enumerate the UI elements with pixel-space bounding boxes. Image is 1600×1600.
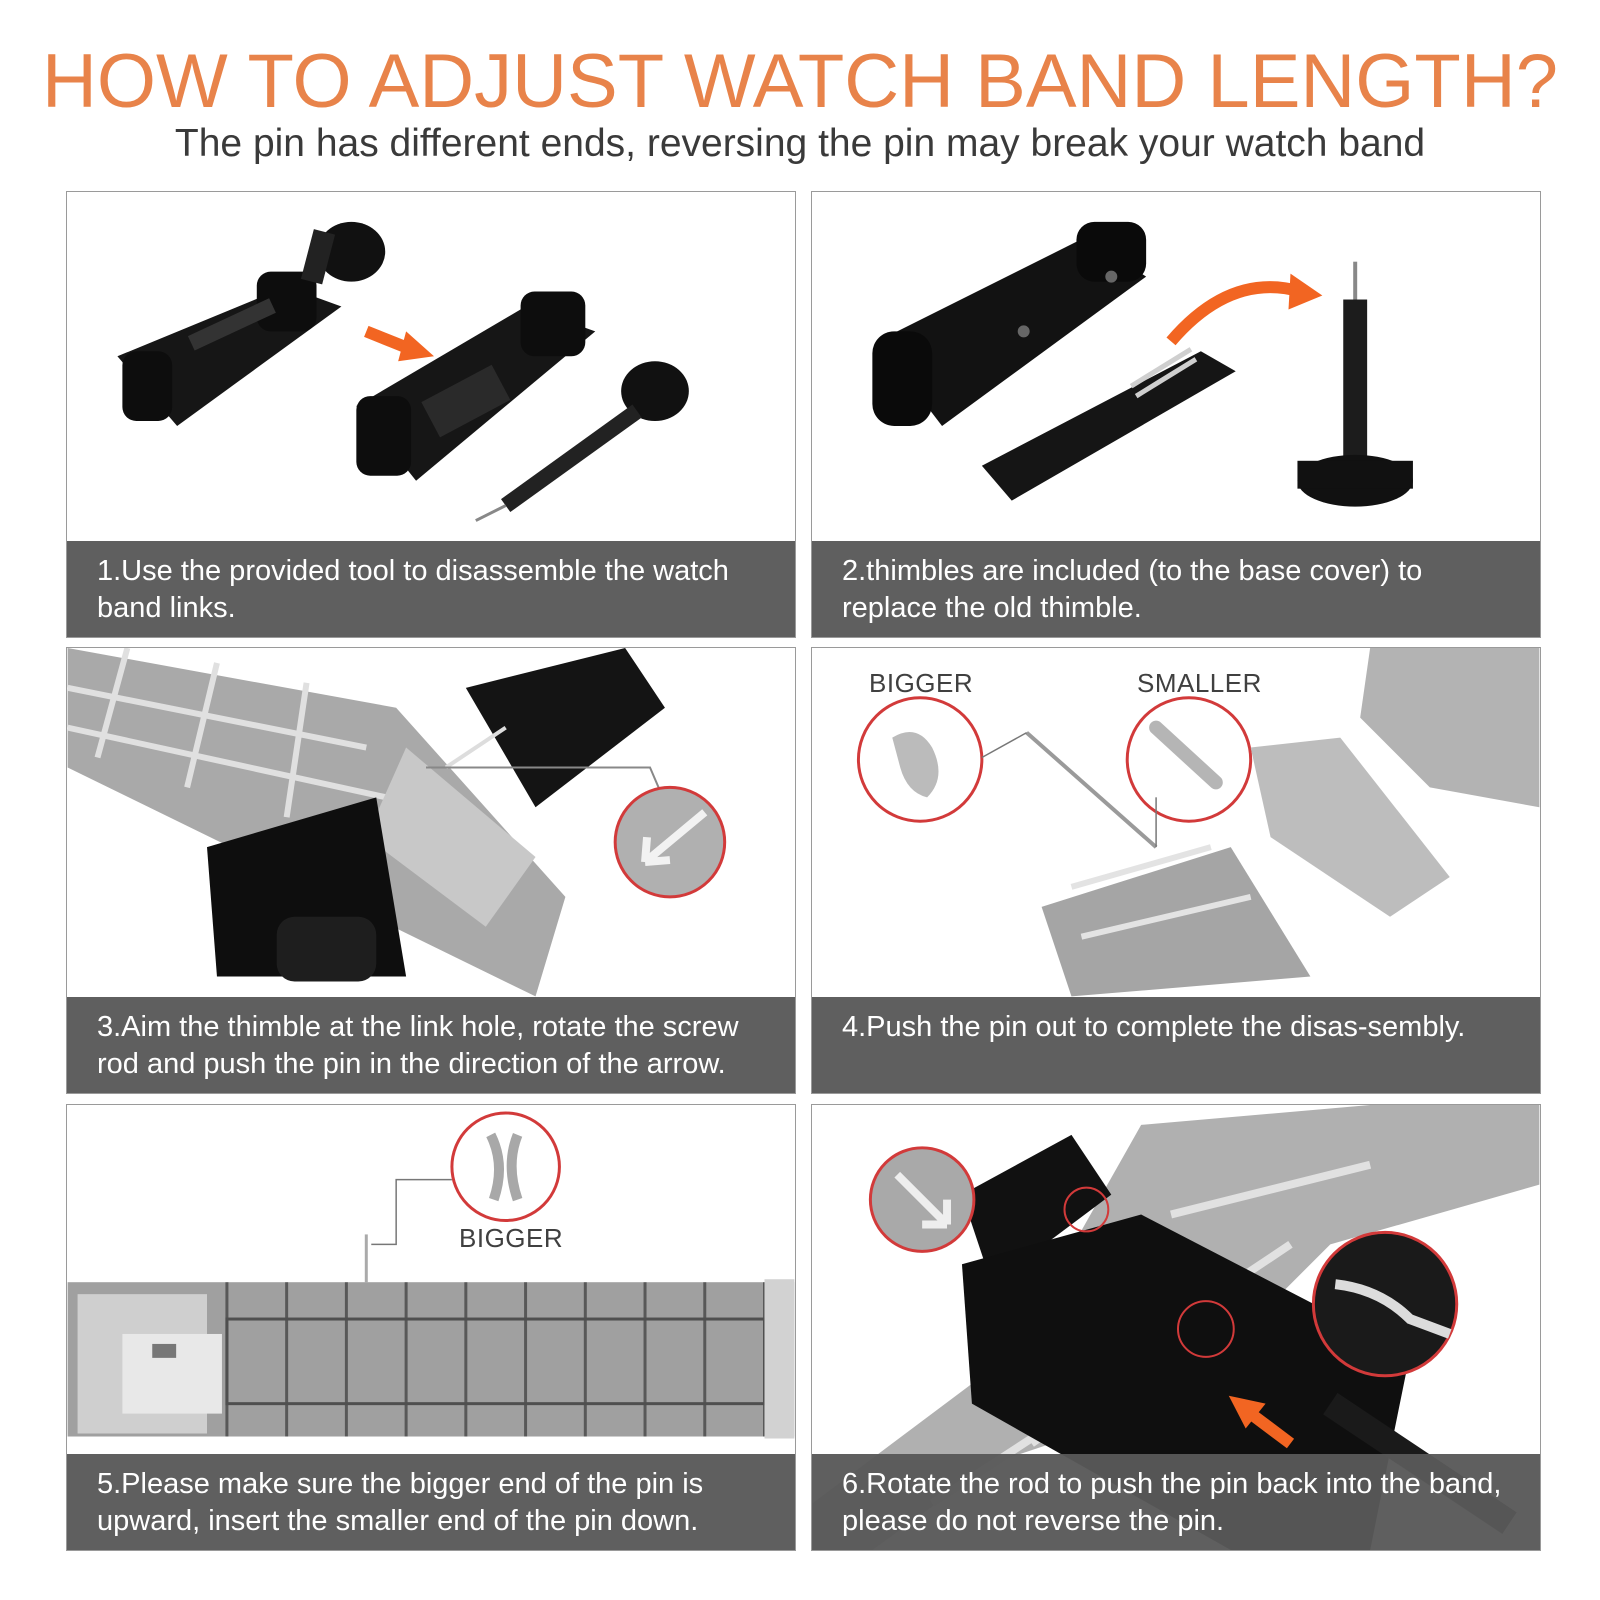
smaller-label: SMALLER (1137, 668, 1262, 698)
arrow-icon (1228, 1395, 1295, 1449)
step-1-illustration (117, 221, 689, 522)
page-title: HOW TO ADJUST WATCH BAND LENGTH? (42, 39, 1558, 124)
page-subtitle: The pin has different ends, reversing th… (174, 122, 1426, 165)
step-1-panel: 1.Use the provided tool to disassemble t… (66, 191, 796, 638)
callout-smaller-end (1125, 696, 1253, 823)
step-3-illustration (67, 648, 727, 997)
link-remover-tool-open (356, 291, 689, 522)
callout-magnifier (426, 766, 727, 899)
callout-arrow-magnifier (868, 1146, 1110, 1253)
arrow-icon (364, 325, 434, 362)
watch-band-straight (67, 1279, 795, 1439)
base-cover-with-thimbles (981, 347, 1236, 501)
callout-bigger-end (856, 696, 984, 823)
step-4-caption: 4.Push the pin out to complete the disas… (812, 997, 1540, 1093)
bigger-label: BIGGER (459, 1223, 564, 1253)
tool-base-cover-open (872, 221, 1147, 426)
callout-bigger-end (364, 1111, 561, 1283)
bigger-label: BIGGER (869, 668, 974, 698)
step-3-caption: 3.Aim the thimble at the link hole, rota… (67, 997, 795, 1093)
step-4-illustration (856, 648, 1540, 997)
link-remover-tool-assembled (117, 221, 386, 426)
step-2-illustration (872, 221, 1413, 507)
step-2-panel: 2.thimbles are included (to the base cov… (811, 191, 1541, 638)
step-2-caption: 2.thimbles are included (to the base cov… (812, 541, 1540, 637)
pin (981, 731, 1158, 849)
step-5-illustration (67, 1111, 795, 1439)
step-5-panel: BIGGER 5.Please make sure the bigger end… (66, 1104, 796, 1551)
step-3-panel: 3.Aim the thimble at the link hole, rota… (66, 647, 796, 1094)
step-4-panel: BIGGER SMALLER 4.Push the pin out to com… (811, 647, 1541, 1094)
link-remover-tool (207, 648, 665, 982)
step-5-caption: 5.Please make sure the bigger end of the… (67, 1454, 795, 1550)
callout-pin-magnifier (1176, 1230, 1459, 1378)
watch-band-links (1041, 648, 1540, 997)
step-6-caption: 6.Rotate the rod to push the pin back in… (812, 1454, 1540, 1550)
step-1-caption: 1.Use the provided tool to disassemble t… (67, 541, 795, 637)
arrow-icon (1166, 273, 1323, 346)
step-6-panel: 6.Rotate the rod to push the pin back in… (811, 1104, 1541, 1551)
screw-rod (1297, 261, 1413, 507)
